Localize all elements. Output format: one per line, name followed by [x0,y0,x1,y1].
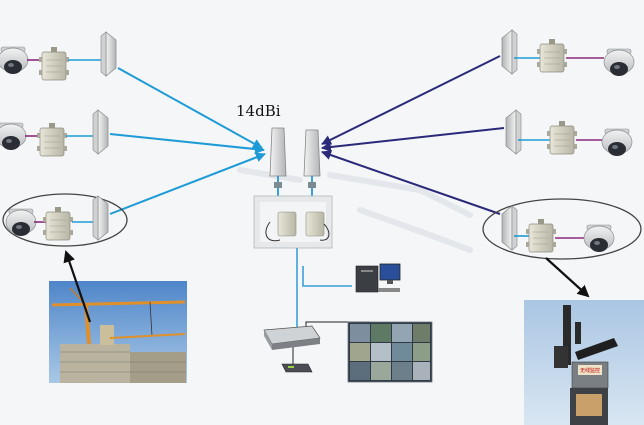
panel-antenna-icon [501,205,518,251]
link-right-3 [321,150,501,215]
pointer-arrow-right [545,257,590,298]
dome-camera-icon [0,122,27,151]
link-left-1 [117,67,263,149]
dome-camera-icon [603,48,635,77]
radio-box-icon [42,206,74,241]
construction-site-photo [49,281,187,384]
panel-antenna-icon [92,195,109,241]
highlight-circle [482,198,642,260]
radio-unit-right-icon [305,211,330,241]
left-camera-2 [0,109,109,157]
pointer-arrow-left [63,250,92,323]
right-camera-3 [482,198,642,260]
radio-box-icon [525,218,557,253]
left-camera-3 [2,193,128,247]
link-right-1 [321,55,501,145]
panel-antenna-icon [501,29,518,75]
switch-icon [281,363,313,373]
left-camera-1 [0,31,117,81]
dome-camera-icon [601,128,633,157]
sector-antenna-right-icon [303,129,321,196]
dome-camera-icon [583,224,615,253]
recorder-icon [263,325,321,350]
links-left [109,67,266,215]
panel-antenna-icon [505,109,522,155]
sector-antenna-left-icon [269,127,287,196]
radio-box-icon [536,38,568,73]
links-right [321,55,505,215]
link-right-2 [321,127,505,152]
panel-antenna-icon [92,109,109,155]
link-left-2 [109,133,265,155]
right-camera-1 [501,29,635,77]
base-station [253,195,333,249]
link-left-3 [109,152,266,215]
right-camera-2 [505,109,633,157]
radio-box-icon [546,120,578,155]
antenna-gain-label: 14dBi [236,102,281,120]
computer-icon [355,263,401,293]
camera-pole-photo: 无线监控 [524,300,644,425]
highlight-circle [2,193,128,247]
dome-camera-icon [0,46,29,75]
panel-antenna-icon [100,31,117,77]
radio-unit-left-icon [265,211,297,242]
pole-sign-text: 无线监控 [580,367,600,374]
radio-box-icon [38,46,70,81]
link-to-computer [302,266,352,287]
video-wall [347,321,433,383]
hub-antennas: 14dBi [236,102,321,196]
radio-box-icon [36,122,68,157]
